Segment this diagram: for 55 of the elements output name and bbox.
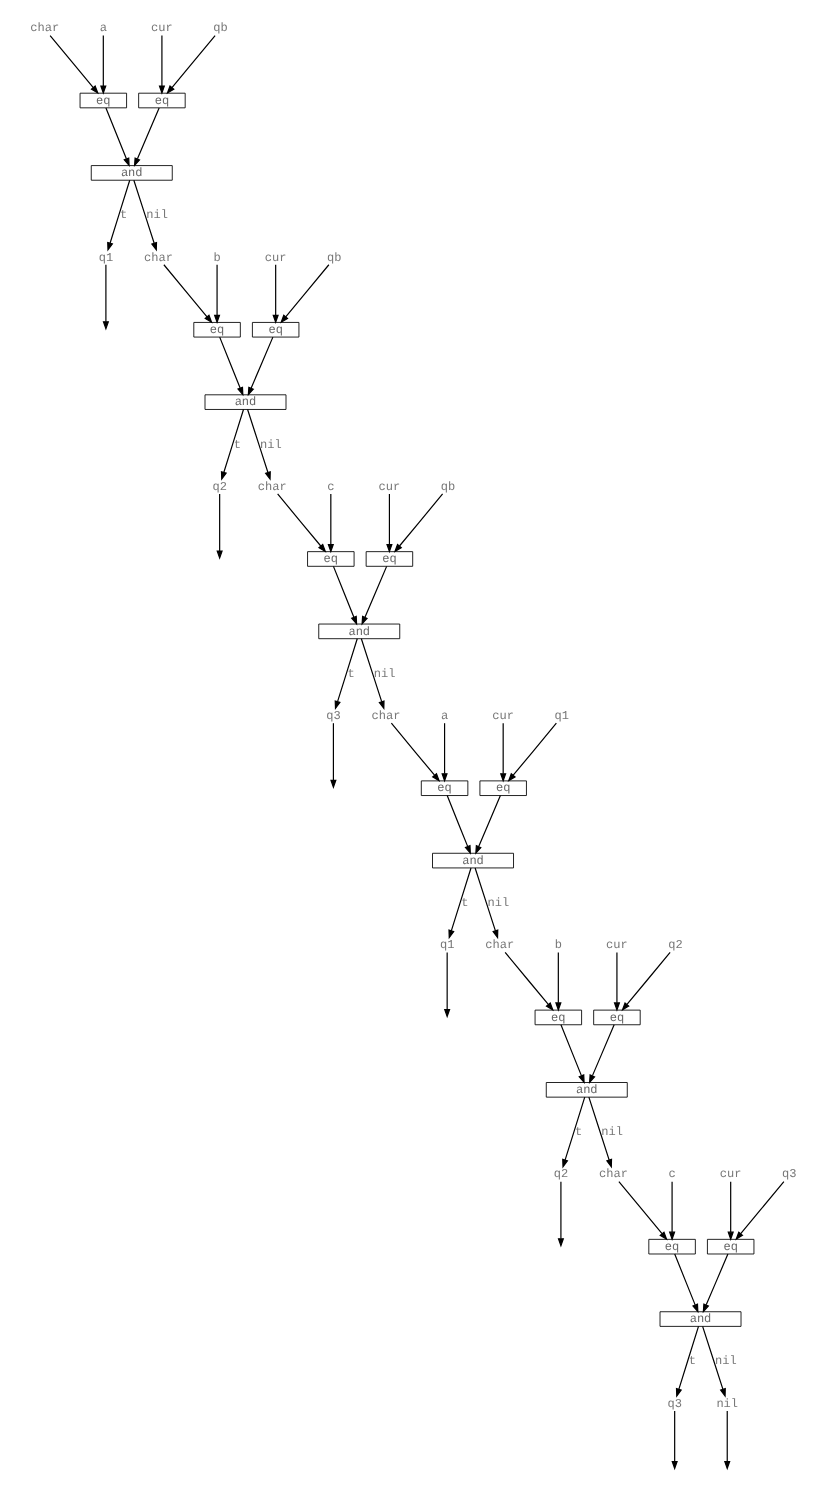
arrow — [279, 264, 329, 324]
arrow — [559, 1024, 584, 1084]
arrow — [246, 336, 273, 397]
arrow — [674, 1325, 699, 1398]
arrow — [670, 1410, 677, 1471]
arrow — [440, 722, 447, 783]
arrow — [612, 951, 620, 1012]
arrow — [667, 1181, 675, 1241]
arrow — [617, 1181, 667, 1241]
arrow — [331, 565, 357, 626]
arrow — [445, 795, 470, 855]
arrow — [620, 951, 670, 1012]
arrow — [276, 493, 326, 553]
arrow — [162, 264, 212, 324]
arrow — [48, 34, 98, 95]
arrow — [392, 493, 443, 553]
arrow — [587, 1024, 614, 1084]
arrow — [329, 722, 336, 790]
arrow — [212, 264, 220, 324]
arrow — [360, 565, 387, 626]
arrow — [215, 493, 222, 560]
arrow — [587, 1096, 612, 1169]
arrow — [219, 408, 244, 481]
arrow — [333, 638, 357, 710]
arrow — [503, 951, 553, 1012]
arrow — [726, 1181, 733, 1241]
arrow — [734, 1181, 784, 1241]
arrow — [385, 493, 392, 554]
arrow — [101, 264, 109, 331]
arrow — [473, 867, 498, 940]
arrow — [326, 493, 334, 554]
arrow — [554, 951, 561, 1012]
arrow — [701, 1325, 725, 1398]
arrow — [389, 722, 440, 783]
arrow — [165, 34, 215, 95]
arrow — [106, 179, 130, 252]
arrow — [561, 1096, 585, 1169]
arrow — [271, 264, 278, 324]
arrow — [246, 408, 270, 481]
arrow — [556, 1181, 564, 1248]
arrow — [701, 1253, 728, 1314]
arrow — [132, 107, 159, 167]
arrow — [99, 34, 106, 95]
arrow — [506, 722, 556, 783]
arrow — [498, 722, 506, 783]
arrow — [132, 179, 157, 252]
arrow — [722, 1410, 730, 1471]
arrow — [104, 107, 129, 168]
arrow — [157, 34, 165, 95]
arrow — [442, 951, 450, 1019]
arrow — [673, 1253, 698, 1314]
arrow — [359, 638, 384, 710]
arrow — [218, 336, 243, 397]
arrow — [447, 867, 471, 940]
arrow — [474, 795, 500, 855]
